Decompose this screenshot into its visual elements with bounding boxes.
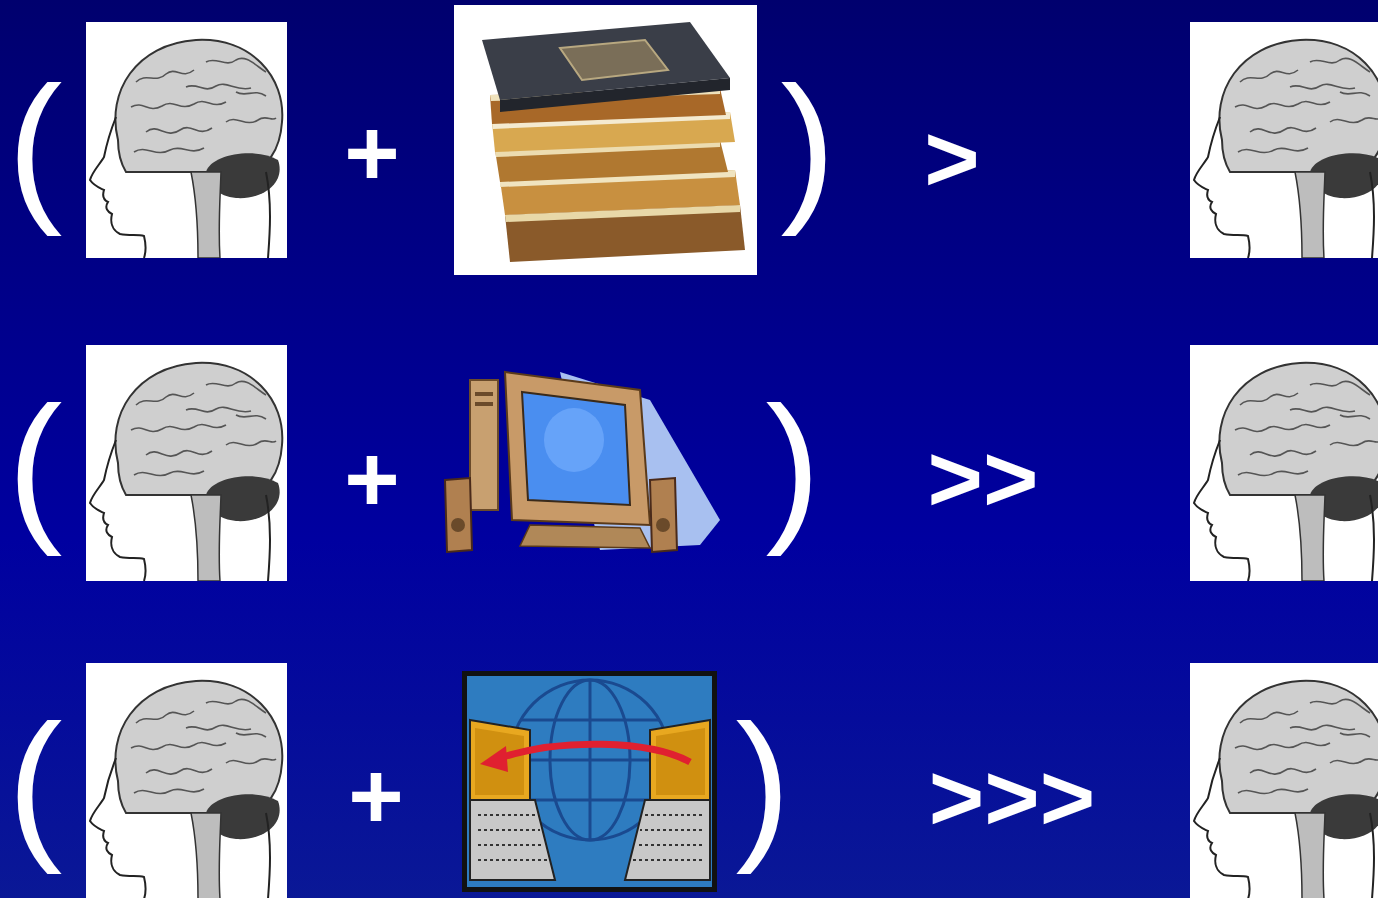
greater-than-sign: >>>: [929, 750, 1095, 845]
greater-than-sign: >>: [928, 431, 1039, 526]
desktop-computer: [445, 372, 720, 552]
network-icon: [462, 671, 717, 892]
open-paren: (: [8, 701, 63, 866]
plus-sign: +: [344, 431, 399, 526]
open-paren: (: [8, 63, 63, 228]
greater-than-sign: >: [924, 111, 979, 206]
book-stack: [454, 5, 757, 275]
close-paren: ): [736, 701, 791, 866]
close-paren: ): [766, 383, 821, 548]
plus-sign: +: [344, 105, 399, 200]
close-paren: ): [781, 63, 836, 228]
open-paren: (: [8, 383, 63, 548]
plus-sign: +: [348, 748, 403, 843]
